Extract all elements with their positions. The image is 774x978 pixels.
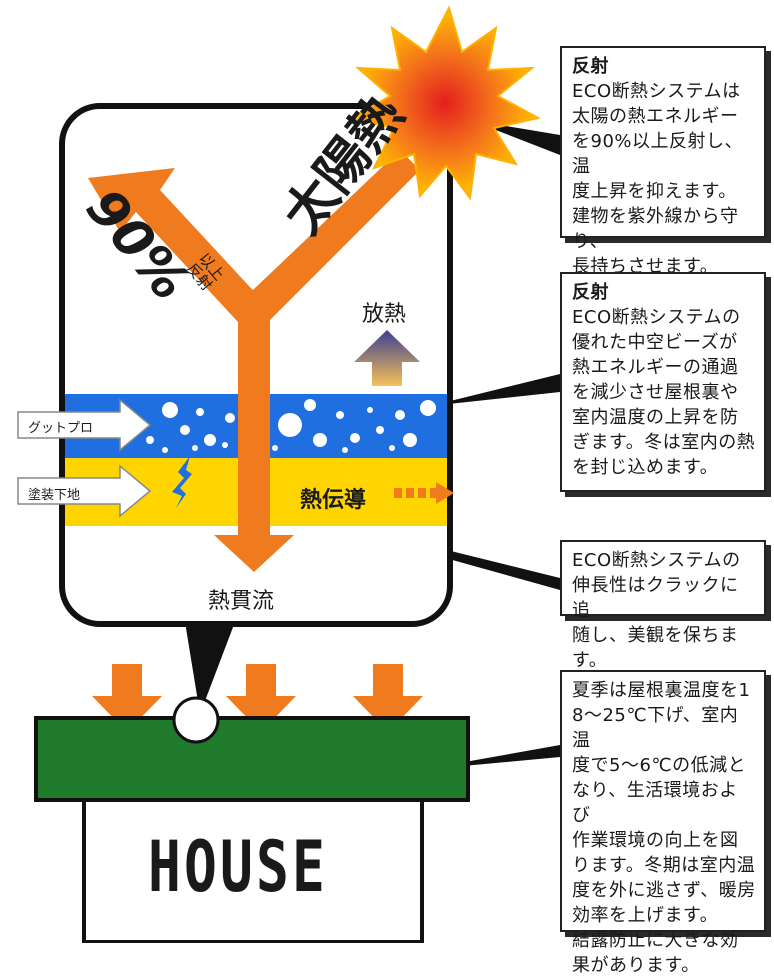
label-house: HOUSE (148, 826, 328, 908)
label-heat-conduction: 熱伝導 (300, 488, 367, 513)
label-heat-release: 放熱 (362, 302, 407, 327)
callout-title: 反射 (572, 282, 609, 303)
hollow-beads (132, 399, 436, 453)
solar-heat-arrows (88, 150, 420, 572)
pointer-blue-layer (430, 374, 560, 406)
sun-icon (349, 5, 541, 201)
house-box (82, 798, 424, 943)
heat-release-arrow (354, 330, 420, 386)
roof-green-layer (34, 716, 470, 802)
callout-title: 反射 (572, 56, 609, 77)
crack-mark (172, 456, 192, 508)
label-gut-pro: グットプロ (28, 421, 94, 436)
callout-insulation: 反射 ECO断熱システムの 優れた中空ビーズが 熱エネルギーの通過 を減少させ屋… (560, 272, 766, 492)
substrate-pointer-arrow (17, 464, 152, 518)
callout-reflection: 反射 ECO断熱システムは 太陽の熱エネルギー を90%以上反射し、温 度上昇を… (560, 46, 766, 277)
frame-to-roof-pointer (185, 622, 235, 714)
callout-text: 夏季は屋根裏温度を1 8〜25℃下げ、室内温 度で5〜6℃の低減と なり、生活環… (572, 680, 756, 976)
callout-text: ECO断熱システムは 太陽の熱エネルギー を90%以上反射し、温 度上昇を抑えま… (572, 81, 744, 277)
heat-conduction-arrow (394, 482, 454, 504)
diagram-canvas (17, 5, 560, 943)
label-paint-substrate: 塗装下地 (28, 488, 81, 503)
callout-temperature-effect: 夏季は屋根裏温度を1 8〜25℃下げ、室内温 度で5〜6℃の低減と なり、生活環… (560, 670, 766, 976)
gut-pro-pointer-arrow (17, 398, 152, 452)
callout-text: ECO断熱システムの 優れた中空ビーズが 熱エネルギーの通過 を減少させ屋根裏や… (572, 307, 756, 478)
roof-detail-circle (172, 696, 220, 744)
label-heat-transmission: 熱貫流 (208, 589, 275, 614)
roof-heat-arrows (92, 664, 423, 732)
callout-elasticity: ECO断熱システムの 伸長性はクラックに追 随し、美観を保ちます。 (560, 540, 766, 671)
callout-text: ECO断熱システムの 伸長性はクラックに追 随し、美観を保ちます。 (572, 550, 741, 671)
